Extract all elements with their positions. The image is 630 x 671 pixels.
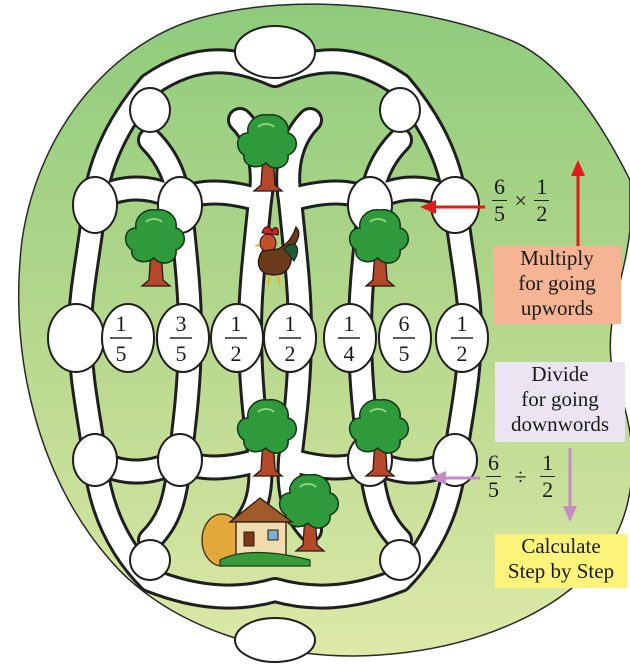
- divide-right-numerator: 1: [540, 450, 556, 477]
- multiply-rule-box: Multiply for going upwords: [493, 246, 621, 324]
- divide-left-denominator: 5: [488, 477, 499, 502]
- divide-rule-line-2: for going: [521, 387, 599, 411]
- multiply-left-fraction: 6 5: [492, 176, 507, 225]
- fraction-7-denominator: 2: [457, 341, 468, 366]
- farmhouse-icon: [201, 497, 311, 567]
- multiply-rule-line-3: upwords: [520, 296, 594, 320]
- fraction-2-numerator: 3: [176, 311, 187, 336]
- arrow-down-icon: [563, 448, 577, 522]
- multiply-left-denominator: 5: [494, 201, 505, 226]
- fraction-2-denominator: 5: [176, 341, 187, 366]
- fraction-7-numerator: 1: [457, 311, 468, 336]
- fraction-3-denominator: 2: [231, 341, 242, 366]
- divide-left-numerator: 6: [486, 450, 501, 477]
- fraction-5-numerator: 1: [344, 311, 355, 336]
- fraction-labels: 1 5 3 5 1 2 1 2 1 4 6 5 1 2: [110, 311, 473, 366]
- multiply-operator: ×: [514, 187, 527, 213]
- multiply-right-numerator: 1: [534, 174, 550, 201]
- multiply-expression: 6 5 × 1 2: [492, 174, 550, 226]
- calculate-line-1: Calculate: [521, 534, 601, 558]
- divide-right-denominator: 2: [542, 477, 554, 502]
- fraction-6-numerator: 6: [399, 311, 410, 336]
- divide-right-fraction: 1 2: [540, 450, 556, 502]
- fraction-4-denominator: 2: [285, 341, 296, 366]
- pointer-left-icon: [420, 200, 485, 214]
- calculate-line-2: Step by Step: [507, 559, 615, 583]
- multiply-rule-line-2: for going: [518, 271, 596, 295]
- fraction-6-denominator: 5: [399, 341, 410, 366]
- divide-operator: ÷: [514, 463, 527, 489]
- divide-expression: 6 5 ÷ 1 2: [486, 450, 556, 502]
- divide-rule-line-1: Divide: [531, 362, 589, 386]
- fraction-4-numerator: 1: [285, 311, 296, 336]
- calculate-box: Calculate Step by Step: [495, 534, 627, 588]
- fraction-1-numerator: 1: [116, 311, 127, 336]
- multiply-rule-line-1: Multiply: [520, 246, 594, 270]
- fraction-3-numerator: 1: [231, 311, 242, 336]
- pointer-left-icon: [430, 471, 480, 485]
- multiply-left-numerator: 6: [492, 174, 507, 201]
- divide-rule-box: Divide for going downwords: [495, 362, 625, 442]
- fraction-1-denominator: 5: [116, 341, 127, 366]
- divide-rule-line-3: downwords: [511, 412, 609, 436]
- fraction-5-denominator: 4: [344, 341, 355, 366]
- multiply-right-fraction: 1 2: [534, 174, 550, 226]
- multiply-right-denominator: 2: [536, 201, 548, 226]
- divide-left-fraction: 6 5: [486, 452, 501, 501]
- rooster-icon: [254, 225, 300, 286]
